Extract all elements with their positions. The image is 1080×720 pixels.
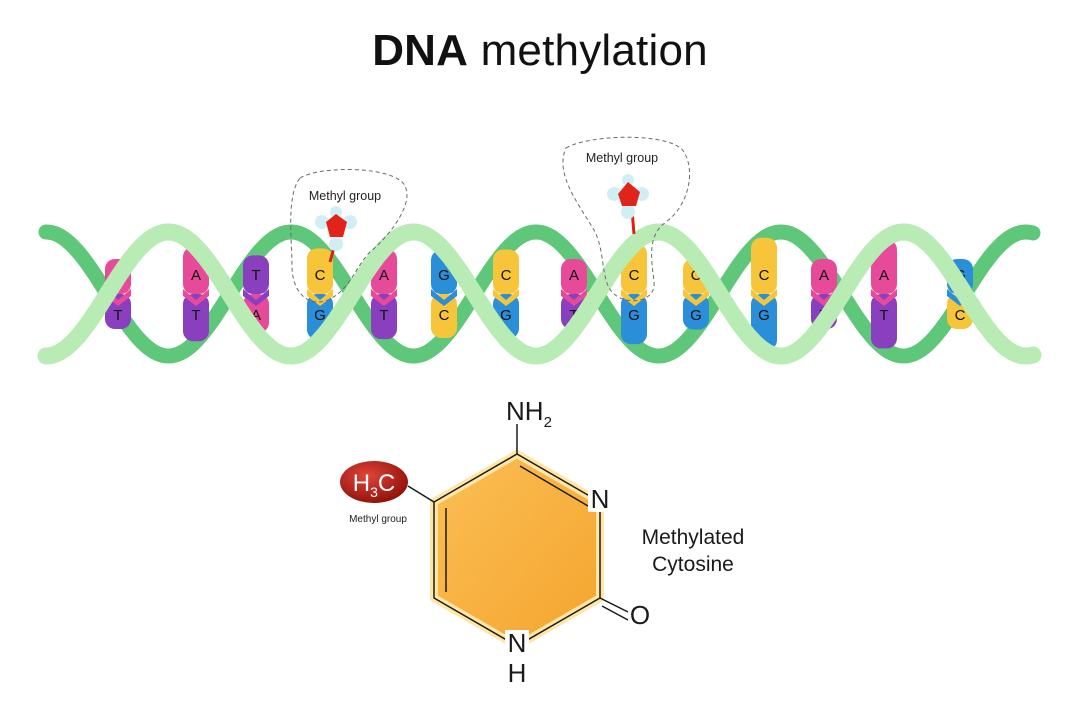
methyl-callout-outline [290,168,408,303]
base-letter-top: A [879,267,889,284]
methyl-callout-right: Methyl group [562,136,691,302]
base-letter-top: A [191,267,201,284]
base-letter-bottom: G [628,307,640,324]
amine-label: NH2 [506,396,552,431]
base-letter-bottom: G [690,307,702,324]
pair-junction [431,289,457,306]
methyl-group-badge: H3C [340,461,408,503]
helix-backbone-back [38,224,1041,364]
nucleotide-top [751,237,777,294]
nucleotide-top [307,248,333,294]
nucleotide-top [561,259,587,294]
base-letter-top: C [315,267,326,284]
base-letter-bottom: A [251,307,261,324]
base-letter-bottom: G [500,307,512,324]
pair-junction [621,289,647,306]
base-letter-bottom: C [955,307,966,324]
cytosine-ring [430,450,604,650]
base-pair: CG [493,249,519,339]
base-letter-bottom: C [439,307,450,324]
nucleotide-bottom [431,294,457,338]
methyl-formula: H3C [353,470,395,500]
nucleotide-bottom [621,294,647,345]
pair-junction [751,289,777,306]
nh-hydrogen: H [508,658,527,688]
pair-junction [307,289,333,306]
pair-junction [493,289,519,306]
title-rest: methylation [480,26,708,75]
methyl-label-right: Methyl group [586,151,658,165]
pair-junction [561,289,587,306]
nucleotide-bottom [683,294,709,330]
methyl-molecule-icon [315,206,357,263]
molecule-name-line2: Cytosine [652,553,734,576]
page-title: DNA methylation [0,26,1080,76]
base-letter-top: C [629,267,640,284]
nucleotide-top [493,249,519,294]
base-letter-bottom: T [879,307,888,324]
base-letter-bottom: T [191,307,200,324]
base-pair: AT [871,239,897,349]
methyl-molecule-icon [607,174,649,235]
pair-junction [243,289,269,306]
methyl-callout-left: Methyl group [290,168,408,303]
base-letter-top: T [251,267,260,284]
base-letter-top: G [438,267,450,284]
base-letter-top: C [691,267,702,284]
base-letter-bottom: T [113,307,122,324]
base-letter-top: A [379,267,389,284]
title-bold: DNA [372,26,469,75]
nucleotide-top [243,255,269,294]
pair-junction [183,289,209,306]
helix-backbone-front [37,223,1042,365]
nh-nitrogen: N [508,628,527,658]
pair-junction [683,289,709,306]
methyl-callout-outline [562,136,691,302]
carbonyl-oxygen: O [630,600,650,630]
nucleotide-bottom [871,294,897,349]
molecule-name-line1: Methylated [642,526,745,549]
base-letter-top: C [501,267,512,284]
methyl-label-left: Methyl group [309,189,381,203]
backbone-strand-back [38,224,1041,364]
ring-nitrogen: N [591,484,610,514]
base-pair: CG [683,258,709,330]
base-letter-top: A [819,267,829,284]
base-letter-bottom: G [758,307,770,324]
base-letter-bottom: G [314,307,326,324]
nucleotide-top [811,259,837,294]
nucleotide-bottom [371,294,397,340]
base-letter-bottom: T [379,307,388,324]
methyl-caption: Methyl group [349,514,407,525]
pair-junction [871,289,897,306]
base-letter-top: C [759,267,770,284]
pair-junction [371,289,397,306]
nucleotide-bottom [183,294,209,342]
base-letter-top: A [569,267,579,284]
methylated-cytosine-structure: NH2 N O N H H3C Methyl group Methylated … [340,396,744,688]
backbone-strand-front [37,223,1042,365]
